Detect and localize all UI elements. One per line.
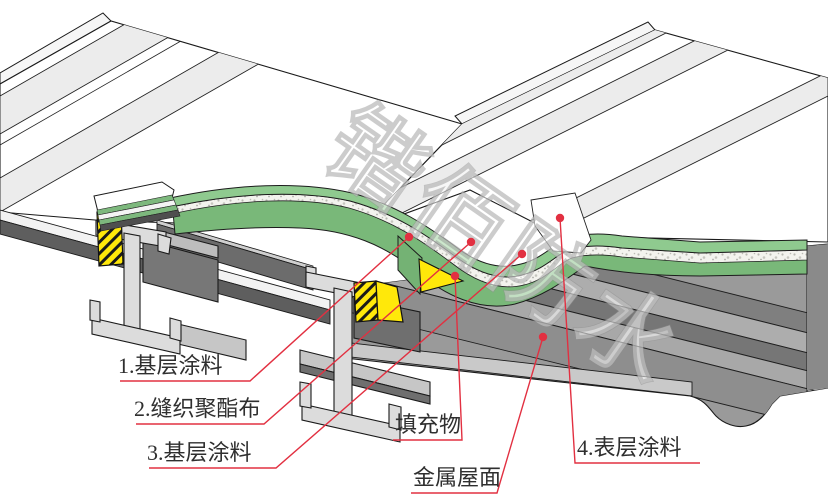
label-base-coat-1: 1.基层涂料 [118, 353, 223, 378]
top-coat-layer [169, 185, 808, 278]
purlin-web-shadow [142, 239, 219, 303]
leader-metal-roof [411, 336, 544, 494]
purlin-flange-lip [388, 403, 402, 431]
coating-seam-band [93, 181, 808, 307]
purlin-flange-lip [157, 233, 172, 255]
label-metal-roof: 金属屋面 [413, 465, 501, 490]
dot-top-coat [555, 213, 565, 223]
dot-base-coat-3 [517, 249, 527, 259]
purlin-bottom-flange [91, 317, 181, 355]
callouts: 1.基层涂料 2.缝织聚酯布 3.基层涂料 填充物 金属屋面 4.表层涂料 [118, 213, 700, 494]
label-filler: 填充物 [395, 412, 461, 437]
dot-filler [450, 271, 460, 281]
sheet-edge-cap [93, 181, 175, 213]
label-top-coat: 4.表层涂料 [577, 435, 682, 460]
layered-cut-edge [96, 194, 181, 232]
dot-polyester-fabric [466, 237, 476, 247]
coating-wrap-face [397, 234, 423, 296]
purlin-bottom-flange [301, 403, 401, 443]
purlin-flange-lip [299, 381, 312, 409]
dot-base-coat-1 [404, 232, 414, 242]
rib-line [0, 21, 462, 146]
roof-eave-fascia [345, 341, 693, 397]
roof-stripe [345, 261, 828, 427]
leader-base-coat-1 [120, 236, 410, 382]
purlin-flange-lip [89, 299, 101, 323]
purlin-flange-lip [169, 317, 182, 342]
dot-metal-roof [538, 332, 548, 342]
roof-right-lap [807, 244, 828, 390]
sheet-underside-strip [299, 363, 431, 405]
leader-lines [120, 217, 700, 494]
leader-polyester-fabric [136, 241, 472, 425]
leader-top-coat [559, 217, 700, 464]
seam-filler-hatched [353, 280, 379, 323]
label-polyester-fabric: 2.缝织聚酯布 [134, 396, 261, 421]
filler-wedge [418, 258, 465, 293]
purlin-web [123, 232, 141, 331]
roof-panel-upper-left [0, 12, 464, 231]
panel-valley [360, 30, 828, 242]
purlin-web [333, 287, 353, 417]
panel-valley [0, 21, 462, 213]
purlin-left [89, 219, 247, 361]
leader-filler [393, 275, 463, 441]
leader-dots [404, 213, 565, 342]
label-base-coat-3: 3.基层涂料 [147, 440, 252, 465]
seam-filler-face [375, 280, 404, 323]
cut-layer-dark [99, 209, 181, 232]
seam-filler-middle [353, 280, 404, 323]
leader-base-coat-3 [149, 253, 523, 469]
callout-labels: 1.基层涂料 2.缝织聚酯布 3.基层涂料 填充物 金属屋面 4.表层涂料 [118, 353, 682, 490]
